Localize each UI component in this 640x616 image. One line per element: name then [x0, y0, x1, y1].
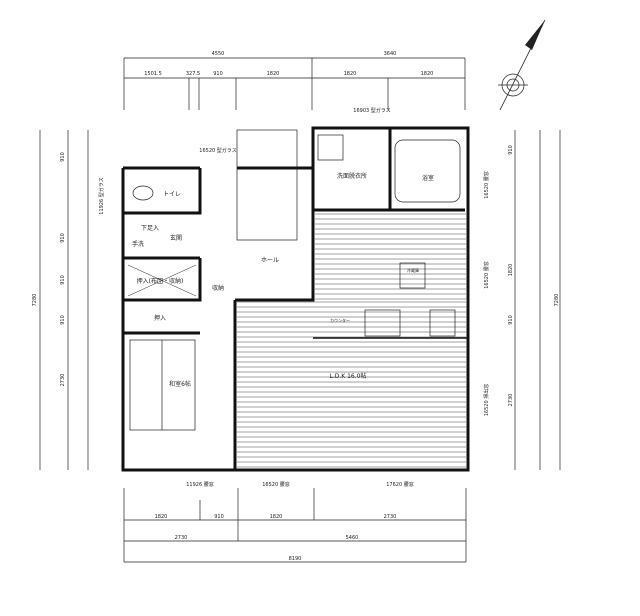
window-label: 16520 腰窓: [262, 481, 290, 488]
window-label: 16520 腰窓: [483, 261, 490, 289]
ldk-flooring: [237, 213, 466, 468]
dim-right: 2730: [508, 394, 514, 407]
window-label: 11926 腰窓: [186, 481, 214, 488]
fixtures: [127, 134, 461, 431]
dim-left: 910: [60, 315, 66, 325]
dim-bottom-sub: 1820: [270, 514, 283, 520]
room-japanese: 和室6帖: [169, 380, 191, 388]
dim-top-sub: 1820: [344, 71, 357, 77]
walls: [121, 126, 470, 472]
dim-top-sub: 1820: [421, 71, 434, 77]
dim-left-total: 7280: [32, 294, 38, 307]
kitchen-sink: [364, 309, 401, 337]
dim-right: 1820: [508, 264, 514, 277]
dim-top-2: 3640: [384, 51, 397, 57]
room-entrance: 玄関: [170, 234, 182, 242]
dim-right: 910: [508, 315, 514, 325]
dim-top-sub: 910: [213, 71, 223, 77]
dim-top-sub: 1501.5: [144, 71, 162, 77]
stove: [429, 309, 456, 337]
dim-bottom-total: 8190: [289, 556, 302, 562]
window-label: 16520 掃出窓: [483, 384, 490, 417]
room-closet2: 押入: [154, 314, 166, 322]
dim-right: 910: [508, 145, 514, 155]
room-ldk: L.D.K 16.0帖: [330, 372, 367, 380]
dim-left: 910: [60, 233, 66, 243]
room-washroom: 洗面脱衣所: [337, 172, 367, 180]
dim-left: 910: [60, 152, 66, 162]
dim-bottom-sub: 2730: [384, 514, 397, 520]
window-label: 16520 腰窓: [483, 171, 490, 199]
window-label: 16520 型ガラス: [199, 147, 236, 154]
dim-top-sub: 327.5: [186, 71, 200, 77]
room-labels: ホール L.D.K 16.0帖 洗面脱衣所 浴室 トイレ 玄関 手洗 下足入 押…: [98, 107, 490, 416]
dim-bottom-sub: 1820: [155, 514, 168, 520]
dim-bottom-mid: 5460: [346, 535, 359, 541]
dim-left: 2730: [60, 374, 66, 387]
tatami: [129, 339, 196, 431]
window-label: 17620 腰窓: [386, 481, 414, 488]
bathtub: [394, 139, 461, 203]
room-toilet: トイレ: [163, 191, 181, 198]
left-dimensions: 7280 910 910 910 910 2730: [32, 130, 89, 470]
toilet: [132, 185, 154, 201]
bottom-dimensions: 1820 910 1820 2730 2730 5460 8190 11926 …: [123, 481, 467, 563]
right-dimensions: 7280 910 1820 910 2730: [508, 130, 561, 470]
dim-top-1: 4550: [212, 51, 225, 57]
room-shoe-box: 下足入: [141, 225, 159, 232]
dim-left: 910: [60, 275, 66, 285]
dim-top-sub: 1820: [267, 71, 280, 77]
dim-bottom-sub: 910: [214, 514, 224, 520]
dim-right-total: 7280: [554, 294, 560, 307]
stair-grid: [236, 129, 298, 241]
top-dimensions: 4550 3640 1501.5 327.5 910 1820 1820 182…: [123, 51, 466, 110]
room-handwash: 手洗: [132, 240, 144, 248]
label-refrigerator: 冷蔵庫: [407, 267, 419, 273]
window-label: 11926 型ガラス: [98, 177, 105, 214]
room-closet: 押入(布団・収納): [137, 277, 184, 285]
room-bath: 浴室: [422, 174, 434, 182]
room-hall: ホール: [261, 257, 279, 264]
window-label: 16903 型ガラス: [353, 107, 390, 114]
refrigerator: [399, 262, 426, 289]
sink: [317, 134, 344, 161]
room-storage: 収納: [212, 284, 224, 292]
north-arrow-icon: [498, 19, 546, 111]
label-counter: カウンター: [330, 317, 350, 323]
dim-bottom-mid: 2730: [175, 535, 188, 541]
